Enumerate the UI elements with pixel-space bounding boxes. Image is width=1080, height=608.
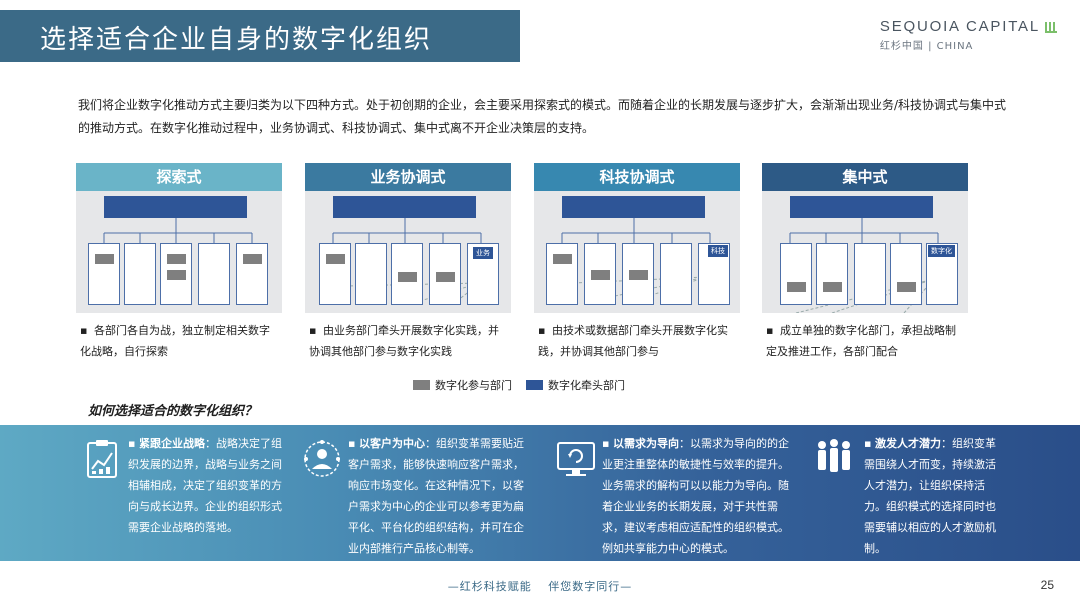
panel-title: 业务协调式: [305, 163, 511, 191]
org-diagram: [76, 191, 282, 313]
leading-department-tag: 科技: [708, 245, 728, 257]
org-diagram: 业务: [305, 191, 511, 313]
intro-paragraph: 我们将企业数字化推动方式主要归类为以下四种方式。处于初创期的企业，会主要采用探索…: [78, 98, 1007, 135]
page-title: 选择适合企业自身的数字化组织: [40, 25, 433, 55]
department-box: [622, 243, 654, 305]
footer-slogan: —红杉科技赋能 伴您数字同行—: [447, 580, 633, 593]
department-box: [124, 243, 156, 305]
panel-title: 探索式: [76, 163, 282, 191]
people-group-icon: [812, 437, 856, 481]
department-box: [546, 243, 578, 305]
legend-item-participating: 数字化参与部门: [413, 377, 512, 393]
panel-description: ▪由业务部门牵头开展数字化实践，并协调其他部门参与数字化实践: [309, 324, 499, 358]
leading-department-tag: 数字化: [928, 245, 955, 257]
org-diagram: 数字化: [762, 191, 968, 313]
principles-band: ▪ 紧跟企业战略：战略决定了组织发展的边界，战略与业务之间相辅相成，决定了组织变…: [0, 425, 1080, 561]
legend-swatch: [526, 380, 543, 390]
panel-business-coordinated: 业务协调式 业务: [305, 163, 511, 313]
clipboard-chart-icon: [80, 437, 124, 481]
brand-logo: SEQUOIA CAPITAL 红杉中国 | CHINA: [880, 18, 1058, 52]
department-box: [160, 243, 192, 305]
legend: 数字化参与部门 数字化牵头部门: [413, 377, 625, 393]
department-box: [890, 243, 922, 305]
sequoia-mark-icon: [1044, 20, 1058, 34]
panel-title: 集中式: [762, 163, 968, 191]
legend-swatch: [413, 380, 430, 390]
title-bar: 选择适合企业自身的数字化组织: [0, 10, 520, 62]
department-box: [236, 243, 268, 305]
department-box: [391, 243, 423, 305]
section-question: 如何选择适合的数字化组织？: [88, 404, 258, 419]
leading-department-tag: 业务: [473, 247, 493, 259]
panel-description: ▪由技术或数据部门牵头开展数字化实践，并协调其他部门参与: [538, 324, 728, 358]
panel-title: 科技协调式: [534, 163, 740, 191]
leadership-box: [562, 196, 705, 218]
department-box: [660, 243, 692, 305]
department-box: [584, 243, 616, 305]
department-box: [355, 243, 387, 305]
leadership-box: [333, 196, 476, 218]
panel-exploratory: 探索式: [76, 163, 282, 313]
department-box: [780, 243, 812, 305]
brand-name: SEQUOIA CAPITAL: [879, 18, 1040, 35]
department-box: [88, 243, 120, 305]
leadership-box: [104, 196, 247, 218]
legend-item-leading: 数字化牵头部门: [526, 377, 625, 393]
org-diagram: 科技: [534, 191, 740, 313]
department-box: [854, 243, 886, 305]
panel-technology-coordinated: 科技协调式 科技: [534, 163, 740, 313]
brand-subtitle: 红杉中国 | CHINA: [879, 41, 974, 52]
leadership-box: [790, 196, 933, 218]
department-box: [429, 243, 461, 305]
page-number: 25: [1040, 578, 1054, 592]
department-box: [198, 243, 230, 305]
customer-network-icon: [300, 437, 344, 481]
panel-description: ▪各部门各自为战，独立制定相关数字化战略，自行探索: [80, 324, 270, 358]
monitor-refresh-icon: [554, 437, 598, 481]
panel-description: ▪成立单独的数字化部门，承担战略制定及推进工作，各部门配合: [766, 324, 956, 358]
panel-centralized: 集中式 数字化: [762, 163, 968, 313]
department-box: [319, 243, 351, 305]
department-box: [816, 243, 848, 305]
